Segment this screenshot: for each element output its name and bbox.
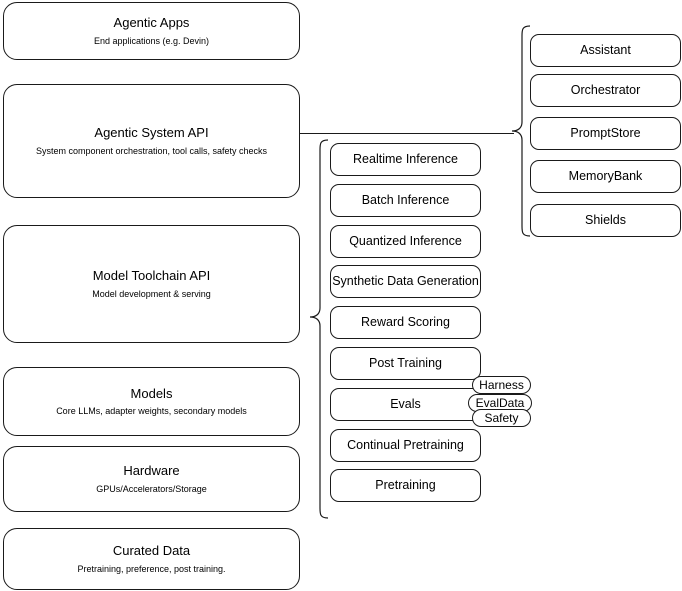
layer-box-agentic-system-api[interactable]: Agentic System API System component orch…: [3, 84, 300, 198]
component-label: Pretraining: [375, 477, 436, 492]
layer-subtitle: End applications (e.g. Devin): [93, 35, 210, 46]
connector-agentic-system-to-components: [300, 133, 514, 134]
system-component-box-orchestrator[interactable]: Orchestrator: [530, 74, 681, 107]
layer-title: Hardware: [123, 463, 180, 479]
layer-title: Agentic System API: [94, 125, 209, 141]
layer-title: Models: [130, 385, 173, 401]
layer-box-agentic-apps[interactable]: Agentic Apps End applications (e.g. Devi…: [3, 2, 300, 60]
component-box-reward-scoring[interactable]: Reward Scoring: [330, 306, 481, 339]
component-box-evals[interactable]: Evals: [330, 388, 481, 421]
system-component-label: MemoryBank: [568, 168, 643, 183]
component-label: Continual Pretraining: [347, 437, 464, 452]
layer-title: Model Toolchain API: [92, 268, 211, 284]
component-label: Realtime Inference: [353, 151, 458, 166]
layer-title: Curated Data: [112, 543, 191, 559]
system-component-box-assistant[interactable]: Assistant: [530, 34, 681, 67]
component-box-pretraining[interactable]: Pretraining: [330, 469, 481, 502]
system-component-box-shields[interactable]: Shields: [530, 204, 681, 237]
system-component-label: Shields: [585, 212, 626, 227]
component-box-synthetic-data-generation[interactable]: Synthetic Data Generation: [330, 265, 481, 298]
system-component-label: PromptStore: [570, 125, 641, 140]
evals-badge-safety[interactable]: Safety: [472, 409, 531, 427]
brace-toolchain: [309, 139, 329, 519]
component-box-continual-pretraining[interactable]: Continual Pretraining: [330, 429, 481, 462]
layer-subtitle: Core LLMs, adapter weights, secondary mo…: [56, 406, 247, 416]
component-label: Batch Inference: [361, 192, 450, 207]
evals-badge-label: Safety: [484, 411, 519, 425]
layer-subtitle: Pretraining, preference, post training.: [77, 563, 226, 574]
system-component-box-promptstore[interactable]: PromptStore: [530, 117, 681, 150]
layer-subtitle: GPUs/Accelerators/Storage: [96, 483, 207, 494]
component-label: Post Training: [369, 355, 442, 370]
layer-box-curated-data[interactable]: Curated Data Pretraining, preference, po…: [3, 528, 300, 590]
evals-badge-label: Harness: [479, 378, 524, 392]
component-box-quantized-inference[interactable]: Quantized Inference: [330, 225, 481, 258]
layer-title: Agentic Apps: [113, 15, 190, 31]
system-component-label: Assistant: [580, 42, 631, 57]
component-label: Reward Scoring: [361, 314, 450, 329]
system-component-label: Orchestrator: [570, 82, 641, 97]
evals-badge-label: EvalData: [475, 396, 525, 410]
component-box-batch-inference[interactable]: Batch Inference: [330, 184, 481, 217]
layer-box-models[interactable]: Models Core LLMs, adapter weights, secon…: [3, 367, 300, 436]
layer-box-model-toolchain-api[interactable]: Model Toolchain API Model development & …: [3, 225, 300, 343]
component-box-post-training[interactable]: Post Training: [330, 347, 481, 380]
system-component-box-memorybank[interactable]: MemoryBank: [530, 160, 681, 193]
component-label: Synthetic Data Generation: [332, 273, 479, 288]
brace-system-components: [511, 25, 531, 237]
layer-subtitle: Model development & serving: [92, 288, 211, 299]
component-label: Quantized Inference: [349, 233, 462, 248]
layer-subtitle: System component orchestration, tool cal…: [35, 145, 268, 156]
layer-box-hardware[interactable]: Hardware GPUs/Accelerators/Storage: [3, 446, 300, 512]
component-label: Evals: [390, 396, 421, 411]
evals-badge-harness[interactable]: Harness: [472, 376, 531, 394]
component-box-realtime-inference[interactable]: Realtime Inference: [330, 143, 481, 176]
